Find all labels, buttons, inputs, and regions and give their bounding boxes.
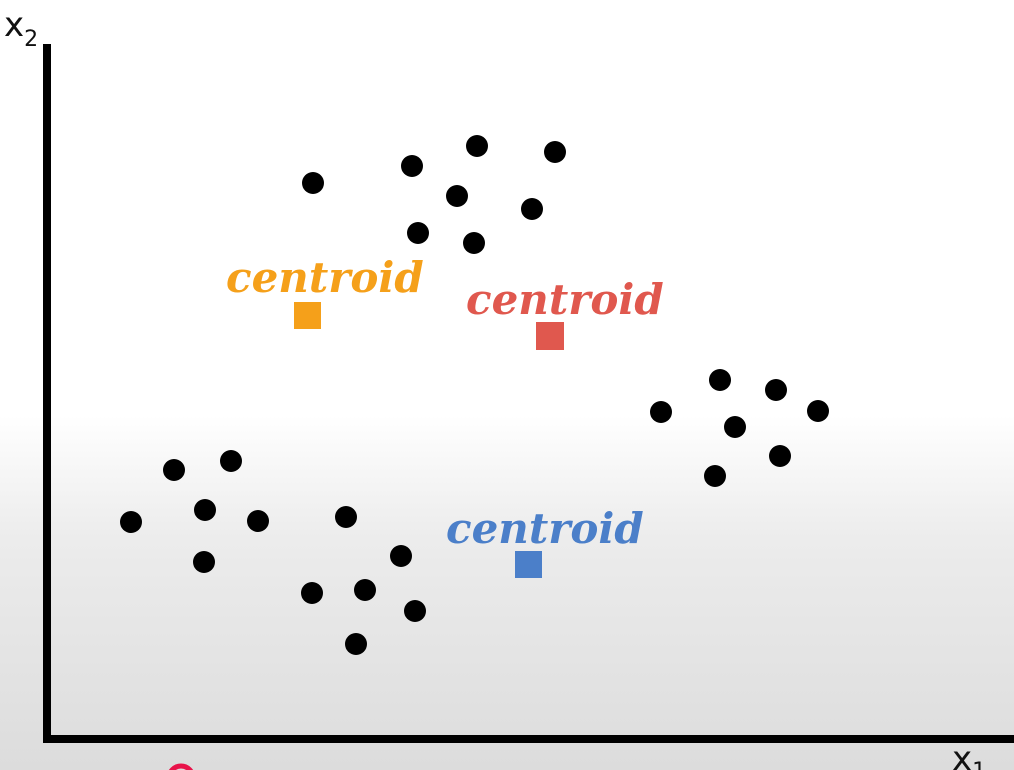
data-point [544, 141, 566, 163]
data-point [220, 450, 242, 472]
centroid-label-red: centroid [466, 275, 664, 324]
data-point [407, 222, 429, 244]
data-point [163, 459, 185, 481]
data-point [704, 465, 726, 487]
data-point [724, 416, 746, 438]
data-point [390, 545, 412, 567]
data-point [769, 445, 791, 467]
data-point [302, 172, 324, 194]
data-point [335, 506, 357, 528]
data-point [401, 155, 423, 177]
y-axis-label: x2 [4, 5, 38, 52]
data-point [521, 198, 543, 220]
data-point [463, 232, 485, 254]
data-point [345, 633, 367, 655]
data-point [354, 579, 376, 601]
centroid-label-blue: centroid [446, 504, 644, 553]
data-point [120, 511, 142, 533]
data-point [404, 600, 426, 622]
centroid-marker-blue [515, 551, 542, 578]
data-point [193, 551, 215, 573]
centroid-marker-orange [294, 302, 321, 329]
cursor-indicator [168, 763, 194, 770]
data-point [194, 499, 216, 521]
data-point [446, 185, 468, 207]
x-axis-label: x1 [952, 739, 986, 770]
centroid-marker-red [536, 322, 564, 350]
data-point [709, 369, 731, 391]
centroid-label-orange: centroid [226, 253, 424, 302]
data-point [247, 510, 269, 532]
data-point [807, 400, 829, 422]
data-point [301, 582, 323, 604]
data-point [765, 379, 787, 401]
data-point [650, 401, 672, 423]
data-point [466, 135, 488, 157]
data-points [120, 135, 829, 655]
